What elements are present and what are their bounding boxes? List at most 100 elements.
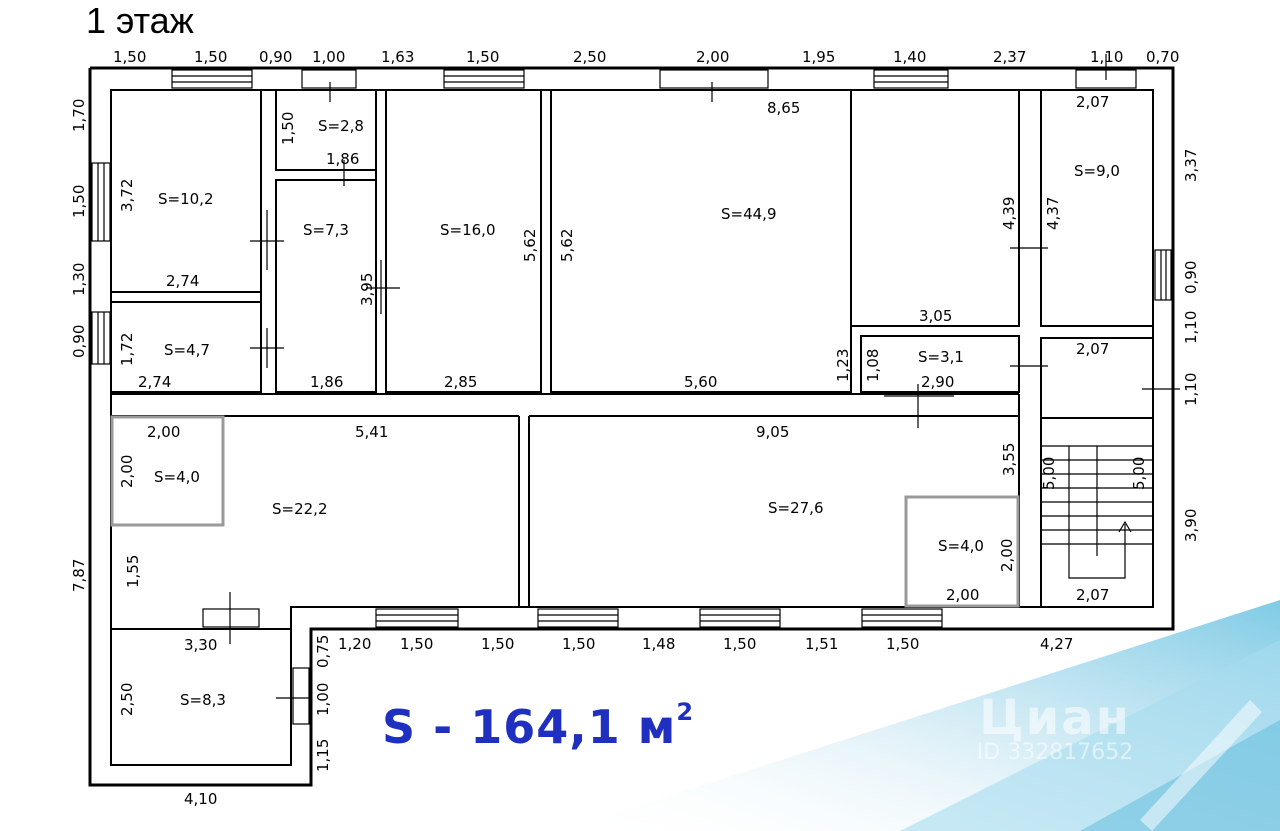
dim-label: 2,07 — [1076, 93, 1109, 111]
dim-label: 0,90 — [70, 325, 88, 358]
dims-right: 3,37 0,90 1,10 1,10 3,90 — [1182, 149, 1200, 542]
dim-label: 0,75 — [314, 635, 332, 668]
room-area-label: S=3,1 — [918, 348, 964, 366]
dim-label: 2,07 — [1076, 586, 1109, 604]
dim-label: 2,00 — [696, 48, 729, 66]
room-area-label: S=10,2 — [158, 190, 214, 208]
dim-label: 2,37 — [993, 48, 1026, 66]
dim-label: 1,15 — [314, 739, 332, 772]
watermark-id: ID 332817652 — [976, 740, 1134, 765]
dim-label: 1,10 — [1182, 311, 1200, 344]
dims-annex: 3,30 0,75 1,00 1,15 2,50 4,10 — [118, 635, 332, 808]
dim-label: 1,50 — [70, 185, 88, 218]
dim-label: 1,63 — [381, 48, 414, 66]
dim-label: 2,50 — [573, 48, 606, 66]
dim-label: 3,90 — [1182, 509, 1200, 542]
dim-label: 5,62 — [558, 229, 576, 262]
dim-label: 4,10 — [184, 790, 217, 808]
room-area-label: S=2,8 — [318, 117, 364, 135]
door-marks — [229, 54, 1180, 699]
dim-label: 5,62 — [521, 229, 539, 262]
room-areas: S=10,2 S=2,8 S=7,3 S=16,0 S=44,9 S=9,0 S… — [154, 117, 1120, 709]
dim-label: 2,74 — [166, 272, 199, 290]
dim-label: 4,39 — [1000, 197, 1018, 230]
outer-walls — [88, 66, 1175, 787]
dim-label: 0,90 — [259, 48, 292, 66]
dim-label: 2,90 — [921, 373, 954, 391]
dim-label: 3,37 — [1182, 149, 1200, 182]
dim-label: 1,10 — [1090, 48, 1123, 66]
dim-label: 1,00 — [312, 48, 345, 66]
dim-label: 1,20 — [338, 635, 371, 653]
room-area-label: S=4,0 — [938, 537, 984, 555]
dims-inner-horizontal: 8,65 2,07 1,86 2,74 2,74 1,86 2,85 5,60 … — [138, 93, 1109, 604]
dim-label: 2,00 — [998, 539, 1016, 572]
dim-label: 3,05 — [919, 307, 952, 325]
dim-label: 1,30 — [70, 263, 88, 296]
dim-label: 8,65 — [767, 99, 800, 117]
dim-label: 2,74 — [138, 373, 171, 391]
room-area-label: S=4,7 — [164, 341, 210, 359]
room-area-label: S=4,0 — [154, 468, 200, 486]
corner-rooms — [110, 415, 1020, 608]
dim-label: 1,23 — [834, 349, 852, 382]
dim-label: 1,50 — [113, 48, 146, 66]
room-area-label: S=22,2 — [272, 500, 328, 518]
dim-label: 5,00 — [1130, 457, 1148, 490]
dim-label: 1,50 — [481, 635, 514, 653]
dims-bottom: 1,20 1,50 1,50 1,50 1,48 1,50 1,51 1,50 … — [338, 635, 1073, 653]
floor-title: 1 этаж — [86, 0, 194, 41]
dim-label: 2,00 — [147, 423, 180, 441]
dims-inner-vertical: 1,50 3,72 3,95 5,62 5,62 4,39 4,37 1,72 … — [118, 112, 1148, 588]
dim-label: 3,95 — [358, 273, 376, 306]
dim-label: 2,85 — [444, 373, 477, 391]
dim-label: 1,50 — [400, 635, 433, 653]
dim-label: 1,86 — [310, 373, 343, 391]
dim-label: 1,72 — [118, 333, 136, 366]
dim-label: 7,87 — [70, 559, 88, 592]
dim-label: 1,50 — [723, 635, 756, 653]
room-area-label: S=8,3 — [180, 691, 226, 709]
dim-label: 4,37 — [1044, 197, 1062, 230]
dims-left: 1,70 1,50 1,30 0,90 7,87 — [70, 99, 88, 592]
dim-label: 3,55 — [1000, 443, 1018, 476]
dim-label: 5,41 — [355, 423, 388, 441]
dim-label: 1,86 — [326, 150, 359, 168]
dim-label: 4,27 — [1040, 635, 1073, 653]
dim-label: 1,50 — [279, 112, 297, 145]
room-area-label: S=9,0 — [1074, 162, 1120, 180]
room-area-label: S=27,6 — [768, 499, 824, 517]
dim-label: 0,70 — [1146, 48, 1179, 66]
dim-label: 1,51 — [805, 635, 838, 653]
dim-label: 1,48 — [642, 635, 675, 653]
dim-label: 1,55 — [124, 555, 142, 588]
room-area-label: S=16,0 — [440, 221, 496, 239]
dim-label: 1,40 — [893, 48, 926, 66]
room-area-label: S=7,3 — [303, 221, 349, 239]
dim-label: 0,90 — [1182, 261, 1200, 294]
dim-label: 2,00 — [946, 586, 979, 604]
windows — [91, 69, 1172, 725]
dim-label: 1,70 — [70, 99, 88, 132]
total-area-title: S - 164,1 м2 — [382, 698, 695, 754]
dim-label: 2,50 — [118, 683, 136, 716]
room-area-label: S=44,9 — [721, 205, 777, 223]
dim-label: 1,08 — [864, 349, 882, 382]
dim-label: 1,10 — [1182, 373, 1200, 406]
dim-label: 1,50 — [194, 48, 227, 66]
dim-label: 5,60 — [684, 373, 717, 391]
dim-label: 1,50 — [886, 635, 919, 653]
total-area-value: S - 164,1 м — [382, 700, 677, 754]
dim-label: 1,50 — [562, 635, 595, 653]
dim-label: 1,50 — [466, 48, 499, 66]
watermark-logo: Циан — [979, 690, 1131, 746]
staircase — [1041, 445, 1153, 579]
watermark: Циан ID 332817652 — [945, 690, 1165, 765]
dim-label: 3,72 — [118, 179, 136, 212]
dim-label: 3,30 — [184, 636, 217, 654]
dim-label: 1,00 — [314, 683, 332, 716]
square-superscript: 2 — [676, 698, 695, 726]
dim-label: 9,05 — [756, 423, 789, 441]
